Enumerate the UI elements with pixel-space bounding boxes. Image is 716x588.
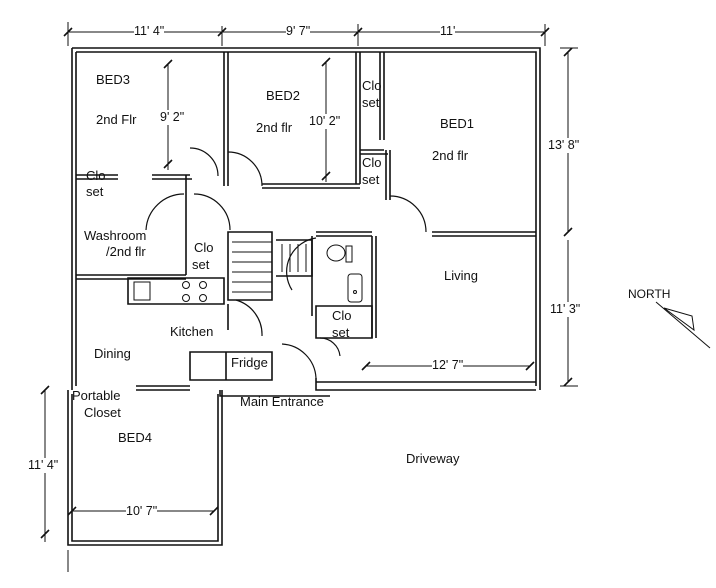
dimension-lines [44, 22, 578, 572]
north-label: NORTH [628, 287, 671, 301]
bath-closet-line1: Clo [332, 308, 352, 323]
washroom-name: Washroom [84, 228, 147, 243]
walls [67, 47, 541, 546]
appliances [133, 244, 363, 303]
dim-top-bed2: 9' 7" [286, 24, 311, 39]
bed3-closet-line2: set [86, 184, 104, 199]
bed4-name: BED4 [118, 430, 152, 445]
main-entrance-label: Main Entrance [240, 394, 324, 409]
stair-closet-line1: Clo [194, 240, 214, 255]
bed2-closet-line2: set [362, 95, 380, 110]
bed1-name: BED1 [440, 116, 474, 131]
kitchen-name: Kitchen [170, 324, 214, 339]
bed1-closet-line2: set [362, 172, 380, 187]
stair-closet-line2: set [192, 257, 210, 272]
bed3-floor: 2nd Flr [96, 112, 137, 127]
driveway-name: Driveway [406, 451, 460, 466]
dim-right-bed1: 13' 8" [548, 138, 580, 153]
bed1-floor: 2nd flr [432, 148, 469, 163]
bed1-closet-line1: Clo [362, 155, 382, 170]
dim-bed4-width: 10' 7" [126, 504, 158, 519]
dim-top-bed3: 11' 4" [134, 24, 165, 39]
dining-name: Dining [94, 346, 131, 361]
dim-bed2-depth: 10' 2" [309, 114, 341, 129]
portable-closet-line2: Closet [84, 405, 121, 420]
washroom-floor: /2nd flr [106, 244, 146, 259]
fridge-name: Fridge [231, 355, 268, 370]
bed3-closet-line1: Clo [86, 168, 106, 183]
dim-bed4-depth: 11' 4" [28, 458, 59, 473]
portable-closet-line1: Portable [72, 388, 121, 403]
north-arrow [655, 301, 711, 349]
dim-living-width: 12' 7" [432, 358, 464, 373]
dim-top-bed1: 11' [440, 24, 456, 39]
bed3-name: BED3 [96, 72, 130, 87]
dim-right-living: 11' 3" [550, 302, 581, 317]
bed2-closet-line1: Clo [362, 78, 382, 93]
living-name: Living [444, 268, 478, 283]
bed2-floor: 2nd flr [256, 120, 293, 135]
door-swings [145, 147, 427, 379]
bath-closet-line2: set [332, 325, 350, 340]
dim-bed3-depth: 9' 2" [160, 110, 185, 125]
dimension-ticks [40, 27, 573, 539]
bed2-name: BED2 [266, 88, 300, 103]
